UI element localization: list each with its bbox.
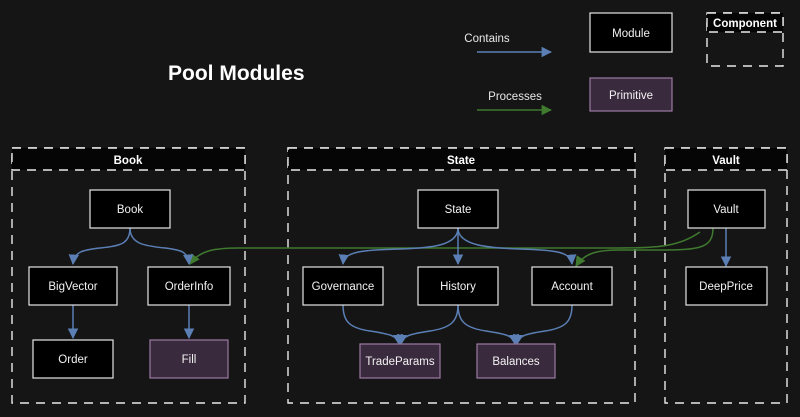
group-vault-label: Vault [712, 155, 740, 167]
group-vault-header [664, 147, 788, 171]
legend-processes-label: Processes [488, 91, 542, 103]
node-balances-box[interactable] [476, 343, 556, 379]
node-bigvector-label: BigVector [48, 281, 97, 293]
group-book-header [11, 147, 246, 171]
node-governance[interactable]: Governance [302, 266, 384, 306]
group-state-label: State [447, 155, 475, 167]
node-book[interactable]: Book [89, 189, 171, 229]
node-book-box[interactable] [89, 189, 171, 229]
node-state-label: State [445, 204, 472, 216]
node-tradeparams[interactable]: TradeParams [359, 343, 441, 379]
node-vault-label: Vault [713, 204, 739, 216]
node-deepprice-box[interactable] [685, 266, 768, 306]
node-order-label: Order [58, 354, 88, 366]
legend-shape-primitive: Primitive [589, 77, 673, 112]
node-account-box[interactable] [531, 266, 613, 306]
legend-component-label: Component [713, 18, 777, 30]
node-governance-box[interactable] [302, 266, 384, 306]
node-state[interactable]: State [417, 189, 499, 229]
legend-contains-label: Contains [464, 33, 510, 45]
legend-shape-module: Module [589, 12, 673, 53]
legend-shape-component: Component [706, 12, 784, 67]
legend-component-header [706, 12, 784, 33]
node-bigvector[interactable]: BigVector [28, 266, 118, 306]
node-orderinfo-label: OrderInfo [165, 281, 214, 293]
node-balances-label: Balances [492, 356, 540, 368]
group-book: Book [11, 147, 246, 404]
node-vault-box[interactable] [687, 189, 766, 229]
node-history-box[interactable] [417, 266, 499, 306]
page-title: Pool Modules [168, 62, 305, 85]
legend-module-label: Module [612, 28, 650, 40]
node-history-label: History [440, 281, 476, 293]
group-state-outline [287, 147, 636, 404]
edge-state-contains-governance [338, 227, 459, 266]
node-account-label: Account [551, 281, 593, 293]
legend-edge-processes: Processes [477, 91, 553, 116]
group-state-header [287, 147, 636, 171]
edge-account-contains-balances [512, 304, 573, 346]
edge-vault-processes-orderinfo [189, 231, 701, 265]
legend-edge-contains: Contains [464, 33, 553, 58]
legend-primitive-label: Primitive [609, 90, 653, 102]
node-book-label: Book [117, 204, 143, 216]
group-vault-outline [664, 147, 788, 404]
node-order[interactable]: Order [32, 339, 114, 379]
node-deepprice[interactable]: DeepPrice [685, 266, 768, 306]
edge-vault-processes-account [575, 227, 714, 267]
group-vault: Vault [664, 147, 788, 404]
node-order-box[interactable] [32, 339, 114, 379]
node-orderinfo[interactable]: OrderInfo [147, 266, 231, 306]
edge-history-contains-balances [457, 304, 520, 346]
edge-book-contains-bigvector [68, 227, 131, 266]
node-tradeparams-box[interactable] [359, 343, 441, 379]
edge-state-contains-account [457, 227, 577, 266]
node-deepprice-label: DeepPrice [699, 281, 753, 293]
node-governance-label: Governance [312, 281, 375, 293]
legend-module-box [589, 12, 673, 53]
node-history[interactable]: History [417, 266, 499, 306]
node-tradeparams-label: TradeParams [365, 356, 434, 368]
node-fill-box[interactable] [149, 339, 229, 379]
group-book-label: Book [114, 155, 143, 167]
group-state: State [287, 147, 636, 404]
node-fill-label: Fill [182, 354, 197, 366]
legend-primitive-box [589, 77, 673, 112]
node-vault[interactable]: Vault [687, 189, 766, 229]
edge-history-contains-tradeparams [396, 304, 459, 346]
node-fill[interactable]: Fill [149, 339, 229, 379]
edge-governance-contains-tradeparams [342, 304, 404, 346]
edge-book-contains-orderinfo [129, 227, 194, 266]
node-orderinfo-box[interactable] [147, 266, 231, 306]
node-account[interactable]: Account [531, 266, 613, 306]
node-bigvector-box[interactable] [28, 266, 118, 306]
node-state-box[interactable] [417, 189, 499, 229]
node-balances[interactable]: Balances [476, 343, 556, 379]
